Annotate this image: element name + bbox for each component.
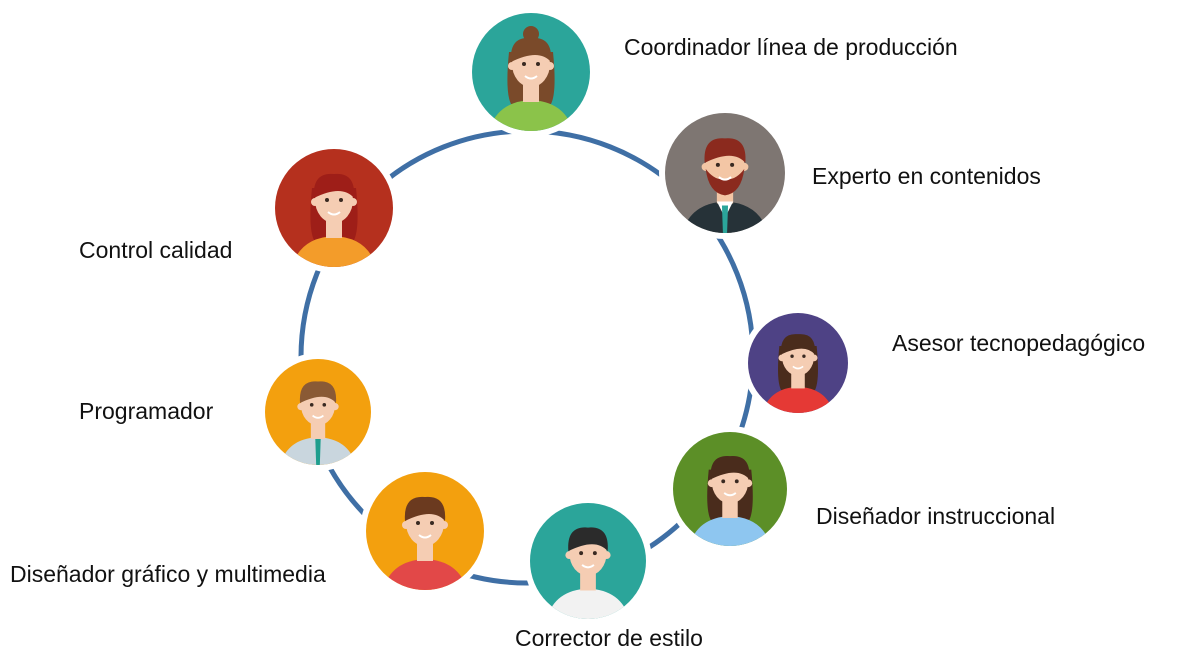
label-programador: Programador: [79, 398, 214, 424]
label-coordinador: Coordinador línea de producción: [624, 34, 958, 60]
man-red-sweater-avatar: [360, 466, 490, 596]
label-control-calidad: Control calidad: [79, 237, 233, 263]
man-tie-avatar: [259, 353, 377, 471]
avatar-group: [259, 7, 854, 625]
label-corrector: Corrector de estilo: [515, 625, 703, 651]
label-experto: Experto en contenidos: [812, 163, 1041, 189]
man-white-shirt-avatar: [524, 497, 652, 625]
label-disenador-instruccional: Diseñador instruccional: [816, 503, 1056, 529]
label-asesor: Asesor tecnopedagógico: [892, 330, 1146, 356]
woman-blue-collar-avatar: [667, 426, 793, 552]
woman-bun-green-top-avatar: [466, 7, 596, 137]
label-disenador-grafico: Diseñador gráfico y multimedia: [10, 561, 326, 587]
man-beard-suit-avatar: [659, 107, 791, 239]
woman-red-dress-avatar: [742, 307, 854, 419]
woman-orange-top-avatar: [269, 143, 399, 273]
